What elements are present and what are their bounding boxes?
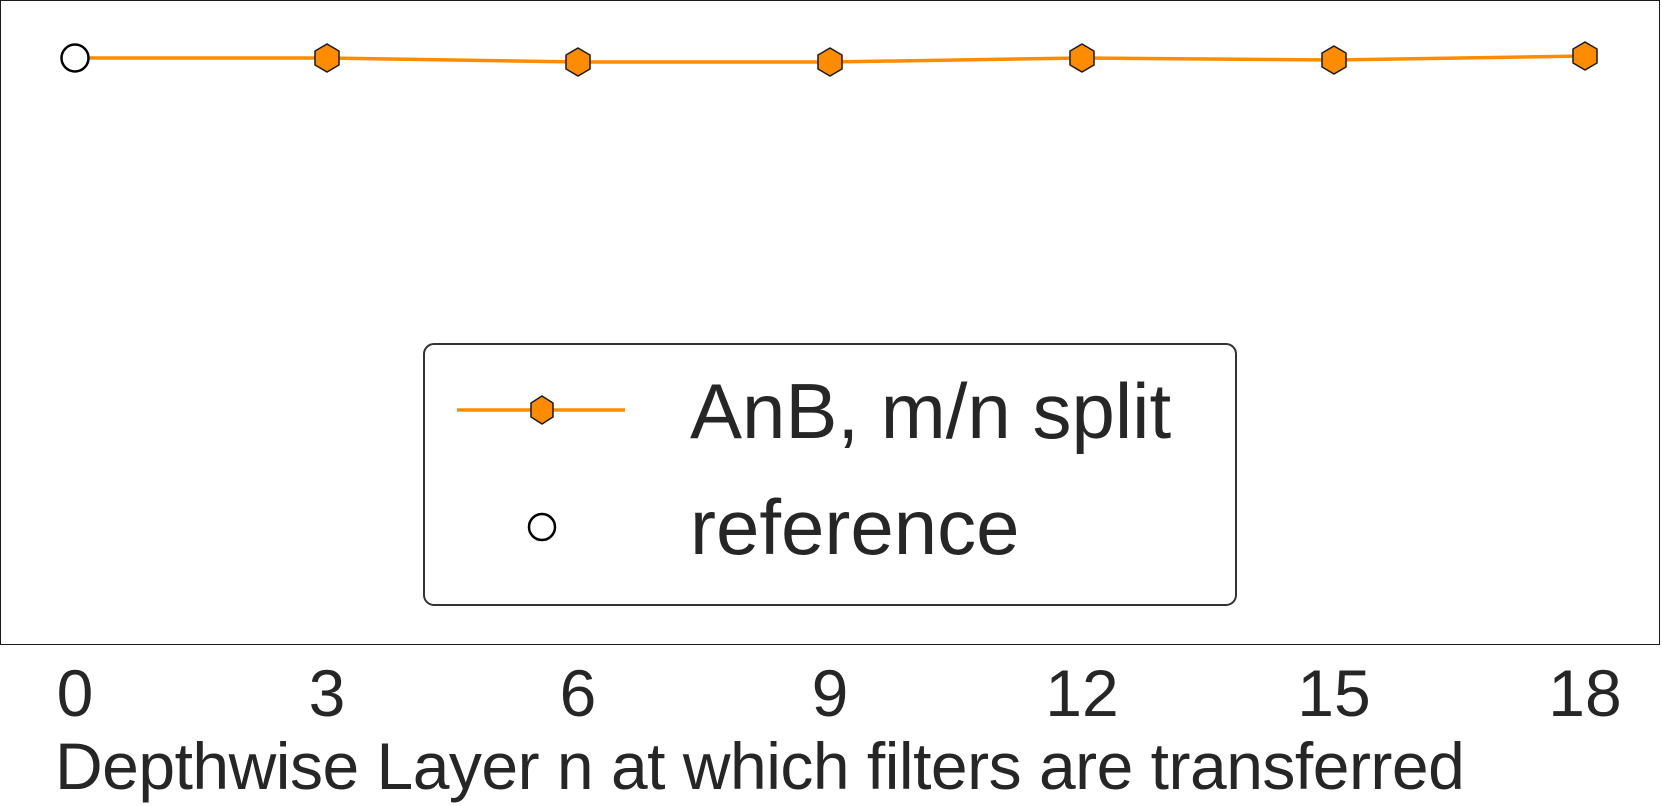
x-tick-12: 12 — [1045, 656, 1119, 730]
chart-svg — [60, 41, 1598, 77]
x-tick-15: 15 — [1297, 656, 1371, 730]
anb-markers — [314, 41, 1598, 77]
plot-area — [0, 0, 1660, 645]
reference-marker — [60, 43, 90, 73]
legend-label-anb: AnB, m/n split — [690, 367, 1172, 455]
legend-circle-icon — [527, 512, 557, 542]
legend-handles — [457, 395, 625, 542]
x-tick-6: 6 — [559, 656, 597, 730]
hexagon-marker — [1069, 43, 1095, 73]
hexagon-marker — [1321, 45, 1347, 75]
x-tick-0: 0 — [56, 656, 94, 730]
hexagon-marker — [817, 47, 843, 77]
hexagon-marker — [314, 43, 340, 73]
x-tick-9: 9 — [811, 656, 849, 730]
x-axis-label: Depthwise Layer n at which filters are t… — [55, 729, 1465, 803]
legend-label-reference: reference — [690, 483, 1020, 571]
legend-hexagon-icon — [530, 395, 554, 425]
hexagon-marker — [565, 47, 591, 77]
hexagon-marker — [1572, 41, 1598, 71]
x-tick-3: 3 — [308, 656, 346, 730]
x-tick-18: 18 — [1548, 656, 1622, 730]
legend: AnB, m/n split reference — [423, 343, 1237, 606]
